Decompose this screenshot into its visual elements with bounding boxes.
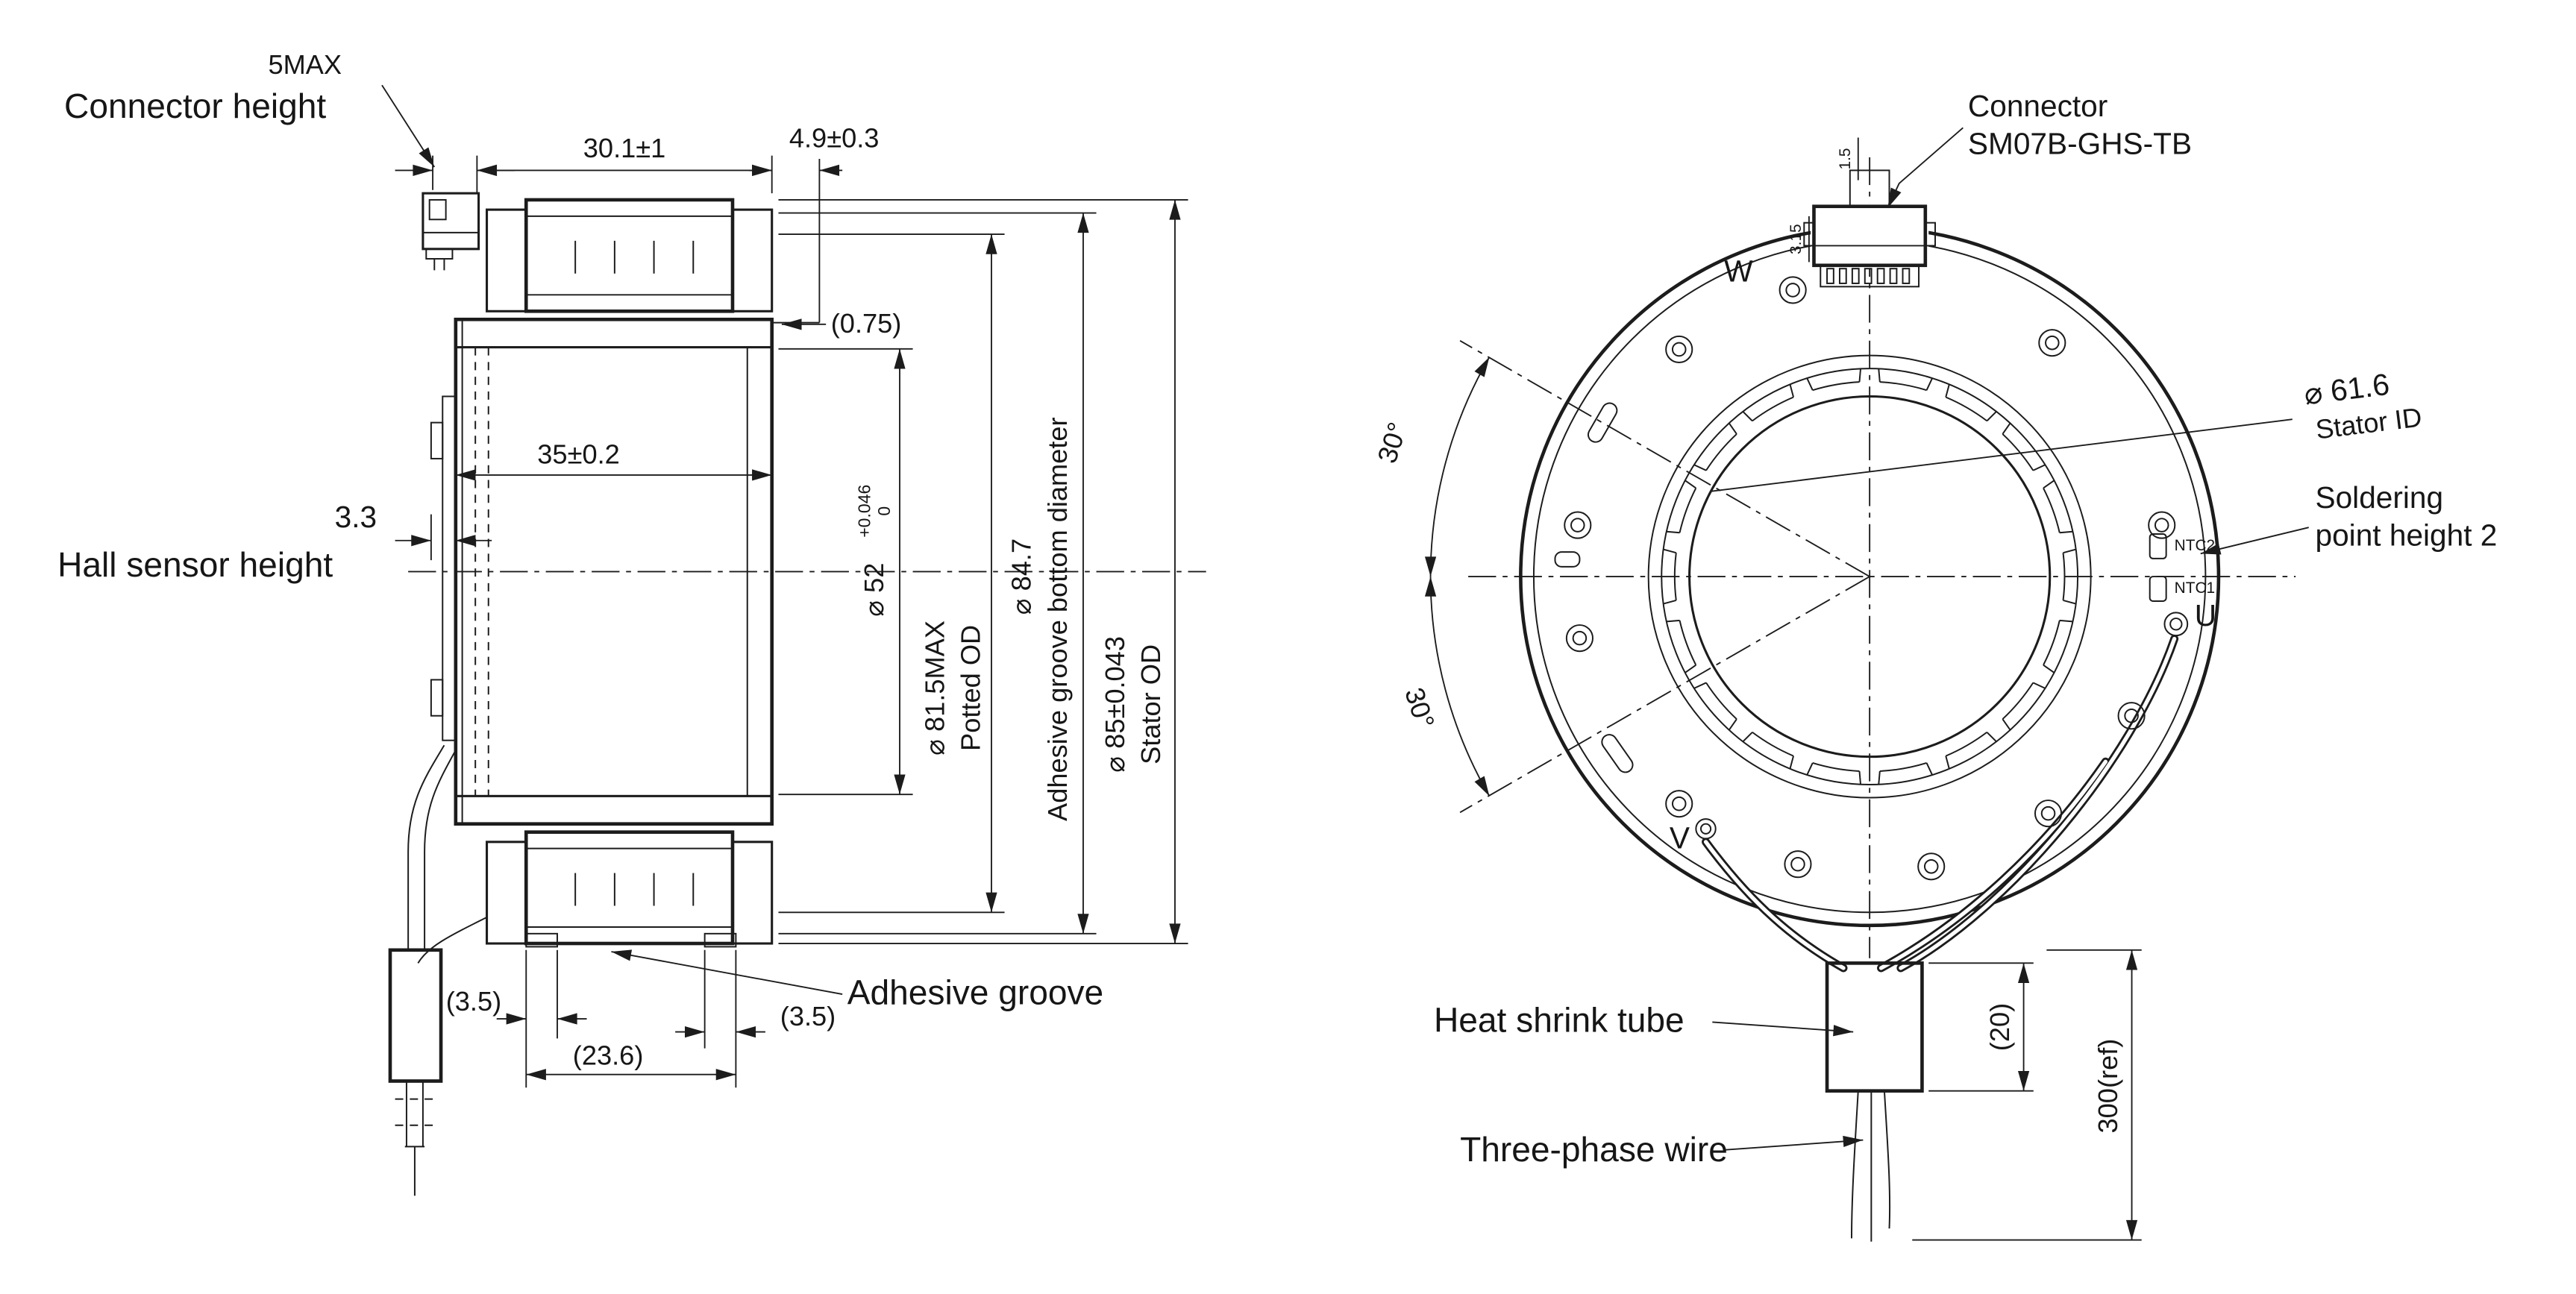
connector-pin-dim: 3.15 — [1787, 224, 1805, 254]
dim-groove-right: (3.5) — [780, 1001, 836, 1031]
stator-id-value: ⌀ 61.6 — [2302, 367, 2392, 412]
dim-potted-od: ⌀ 81.5MAX — [919, 621, 950, 756]
insulation-slots — [1554, 402, 1634, 773]
stator-id-leader — [1711, 418, 2293, 492]
connector-height-label: Connector height — [64, 87, 326, 125]
dim-potted-od-name: Potted OD — [956, 625, 986, 751]
ntc2-component — [2149, 533, 2167, 559]
soldering-label-line2: point height 2 — [2316, 518, 2498, 552]
winding-top-section — [486, 198, 774, 313]
adhesive-groove-notch-left — [525, 932, 558, 948]
hall-sensor-board — [430, 395, 457, 741]
dim-tube-length: (20) — [1984, 1003, 2015, 1051]
dim-edge-offset: 4.9±0.3 — [789, 123, 880, 154]
dim-groove-bottom-dia: ⌀ 84.7 — [1006, 538, 1037, 615]
dim-bore-tol-plus: +0.046 — [854, 485, 874, 538]
dim-groove-span: (23.6) — [573, 1040, 644, 1071]
right-view-dimensions: ⌀ 61.6 Stator ID Soldering point height … — [1434, 367, 2498, 1241]
three-phase-wires — [1702, 635, 2179, 973]
left-view-dimensions: 5MAX Connector height 30.1±1 4.9±0.3 (0.… — [57, 49, 1188, 1088]
dim-bore-dia: ⌀ 52 — [859, 563, 889, 617]
heat-shrink-label: Heat shrink tube — [1434, 1001, 1685, 1040]
dim-wire-length: 300(ref) — [2093, 1039, 2123, 1134]
ntc1-component — [2149, 576, 2167, 602]
connector-part-number: SM07B-GHS-TB — [1968, 126, 2192, 160]
dim-groove-bottom-name: Adhesive groove bottom diameter — [1042, 417, 1073, 821]
phase-w-label: W — [1724, 254, 1753, 289]
angle-upper: 30° — [1371, 418, 1413, 467]
heat-shrink-tube — [1825, 961, 1924, 1093]
angle-lower: 30° — [1399, 684, 1441, 732]
connector-side — [422, 192, 480, 271]
phase-v-label: V — [1670, 821, 1690, 855]
adhesive-groove-label: Adhesive groove — [847, 973, 1103, 1011]
dim-stator-od-name: Stator OD — [1135, 644, 1166, 764]
lead-wire-assembly — [388, 744, 487, 1196]
three-phase-label: Three-phase wire — [1460, 1130, 1728, 1169]
hall-height-value: 3.3 — [335, 500, 377, 534]
dim-bore-tol-minus: 0 — [874, 506, 894, 516]
dim-groove-left: (3.5) — [446, 986, 501, 1017]
heat-shrink-tube-side — [388, 948, 443, 1083]
terminals-and-ntc: NTC2 NTC1 W V U — [1670, 254, 2216, 855]
adhesive-groove-notch-right — [703, 932, 737, 948]
dim-stator-od: ⌀ 85±0.043 — [1100, 636, 1130, 773]
dim-stack-length: 35±0.2 — [537, 439, 620, 470]
right-view-axial: 30° 30° — [1371, 89, 2497, 1242]
connector-label: Connector — [1968, 89, 2108, 123]
connector-height-value: 5MAX — [268, 49, 342, 80]
v-terminal — [1695, 818, 1717, 840]
connector-pin-pitch: 1.5 — [1837, 148, 1854, 170]
dim-winding-width: 30.1±1 — [583, 133, 666, 163]
winding-bottom-section — [486, 830, 774, 948]
soldering-label-line1: Soldering — [2316, 480, 2444, 515]
ntc1-label: NTC1 — [2175, 580, 2215, 597]
dim-groove-gap: (0.75) — [831, 308, 902, 339]
heat-shrink-assembly — [1825, 961, 1924, 1242]
left-view-section: 5MAX Connector height 30.1±1 4.9±0.3 (0.… — [57, 49, 1206, 1196]
hall-height-label: Hall sensor height — [57, 545, 333, 584]
connector-top: 1.5 3.15 Connector SM07B-GHS-TB — [1787, 89, 2192, 288]
phase-u-label: U — [2195, 598, 2216, 632]
u-terminal — [2163, 612, 2189, 637]
